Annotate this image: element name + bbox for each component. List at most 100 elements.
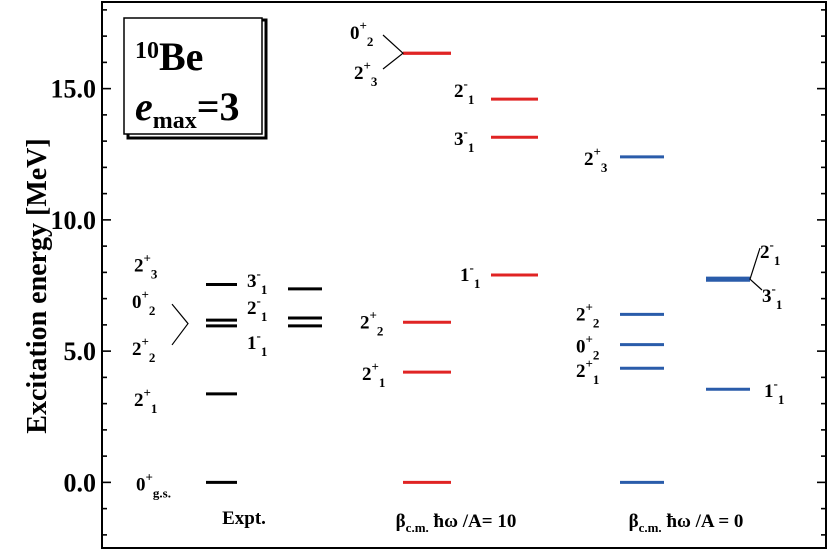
level-label: 0+2 — [132, 287, 155, 318]
level-spin: 2 — [576, 361, 586, 382]
label-connector — [171, 303, 189, 346]
level-spin: 0 — [350, 23, 360, 44]
level-spin: 2 — [134, 390, 144, 411]
level-parity: + — [144, 250, 151, 265]
level-label: 3-1 — [762, 281, 782, 312]
level-label: 2+1 — [134, 385, 157, 416]
level-index: 1 — [593, 372, 600, 387]
level-spin: 0 — [136, 474, 146, 495]
level-spin: 3 — [247, 271, 257, 292]
level-parity: - — [770, 237, 774, 252]
level-spin: 2 — [132, 339, 142, 360]
level-parity: + — [144, 385, 151, 400]
level-spin: 1 — [247, 333, 257, 354]
level-parity: - — [257, 328, 261, 343]
level-index: 2 — [367, 34, 374, 49]
level-parity: - — [470, 260, 474, 275]
level-parity: + — [364, 58, 371, 73]
level-index: 1 — [261, 344, 268, 359]
level-index: 1 — [474, 276, 481, 291]
legend-frame — [123, 17, 263, 135]
level-index: 1 — [468, 140, 475, 155]
level-parity: + — [370, 307, 377, 322]
nucleus-label: 10Be — [135, 34, 203, 79]
level-index: 3 — [601, 160, 608, 175]
plot-frame — [101, 1, 827, 549]
level-index: 1 — [151, 401, 158, 416]
y-tick-label: 15.0 — [51, 75, 97, 104]
level-index: 2 — [377, 323, 384, 338]
level-spin: 2 — [362, 364, 372, 385]
legend-shadow — [126, 18, 268, 140]
level-spin: 2 — [247, 298, 257, 319]
level-label: 2+3 — [354, 58, 378, 89]
level-label: 2-1 — [760, 237, 780, 268]
label-connector — [749, 247, 763, 291]
column-label-rest: ħω /A= 10 — [429, 511, 517, 532]
level-index: 1 — [776, 297, 783, 312]
level-parity: + — [372, 359, 379, 374]
level-label: 2+3 — [134, 250, 158, 281]
level-label: 0+2 — [576, 332, 599, 363]
level-label: 2-1 — [247, 293, 267, 324]
level-index: 1 — [778, 392, 785, 407]
level-parity: + — [142, 334, 149, 349]
level-parity: + — [360, 18, 367, 33]
level-index: 1 — [379, 375, 386, 390]
level-label: 2-1 — [454, 76, 474, 107]
level-label: 0+g.s. — [136, 469, 171, 500]
level-index: 1 — [468, 92, 475, 107]
level-label: 2+2 — [360, 307, 383, 338]
level-label: 2+2 — [132, 334, 155, 365]
level-spin: 1 — [460, 265, 470, 286]
level-spin: 3 — [762, 286, 772, 307]
level-parity: + — [594, 144, 601, 159]
column-label-sub: c.m. — [639, 520, 662, 535]
level-label: 1-1 — [460, 260, 480, 291]
level-label: 2+1 — [362, 359, 385, 390]
level-index: 2 — [593, 315, 600, 330]
level-parity: - — [464, 124, 468, 139]
column-label-expt: Expt. — [222, 508, 266, 529]
level-index: 2 — [593, 348, 600, 363]
emax-symbol: e — [135, 84, 153, 129]
level-spin: 2 — [576, 304, 586, 325]
level-parity: - — [257, 266, 261, 281]
level-index: 3 — [151, 266, 158, 281]
level-spin: 2 — [454, 81, 464, 102]
level-spin: 3 — [454, 129, 464, 150]
level-parity: - — [257, 293, 261, 308]
y-tick-label: 10.0 — [51, 206, 97, 235]
column-label-main: Expt. — [222, 508, 266, 529]
level-index: 2 — [149, 350, 156, 365]
level-label: 1-1 — [247, 328, 267, 359]
level-spin: 2 — [354, 63, 364, 84]
emax-sub: max — [153, 108, 197, 134]
y-axis-title: Excitation energy [MeV] — [22, 138, 53, 433]
level-parity: + — [142, 287, 149, 302]
level-index: 1 — [774, 253, 781, 268]
level-spin: 2 — [584, 149, 594, 170]
column-label-sub: c.m. — [406, 520, 429, 535]
level-index: g.s. — [153, 485, 171, 500]
level-spin: 1 — [764, 381, 774, 402]
nucleus-mass: 10 — [135, 38, 159, 64]
level-label: 1-1 — [764, 376, 784, 407]
plot-border — [101, 1, 827, 549]
level-parity: - — [772, 281, 776, 296]
level-parity: - — [464, 76, 468, 91]
level-index: 1 — [261, 282, 268, 297]
y-axis-ticks: 0.0 5.0 10.0 15.0 — [51, 9, 826, 536]
level-parity: + — [146, 469, 153, 484]
level-spin: 0 — [132, 292, 142, 313]
level-index: 1 — [261, 309, 268, 324]
level-spin: 2 — [360, 312, 370, 333]
level-parity: + — [586, 332, 593, 347]
y-tick-label: 5.0 — [64, 337, 97, 366]
y-tick-label: 0.0 — [64, 468, 97, 497]
level-label: 2+2 — [576, 299, 599, 330]
